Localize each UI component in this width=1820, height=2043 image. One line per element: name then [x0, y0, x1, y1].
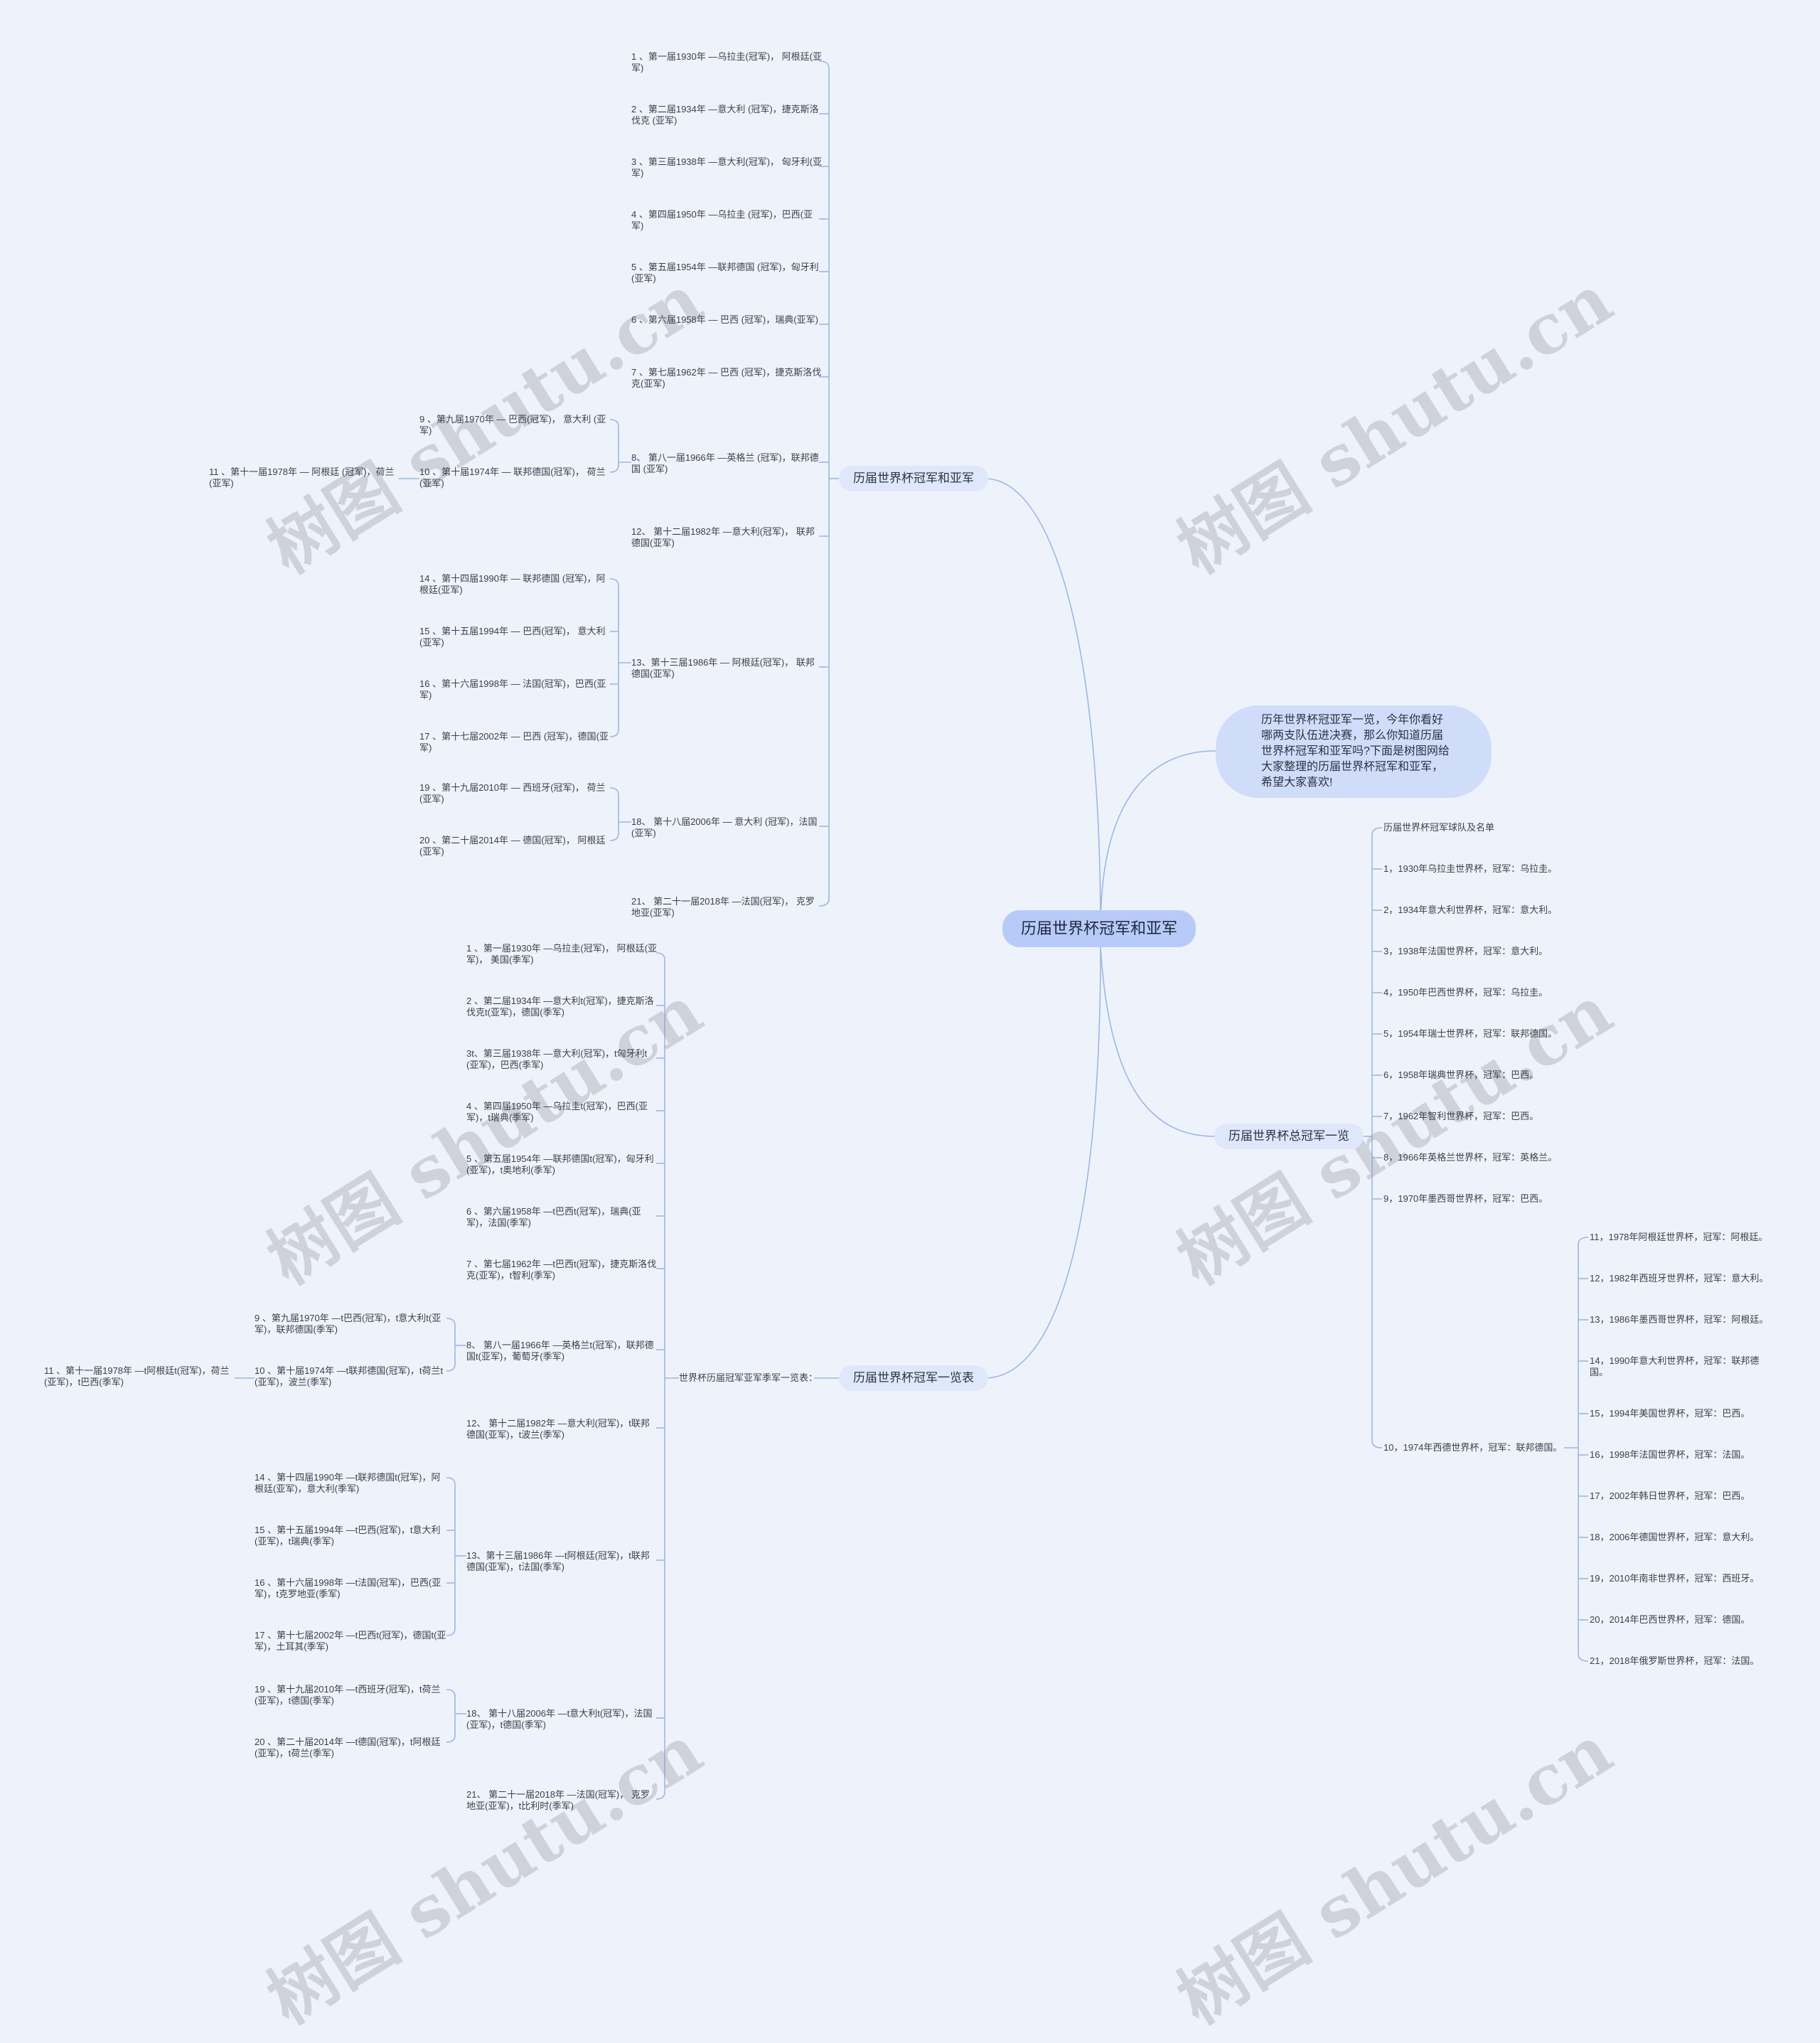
list-item: 15，1994年美国世界杯，冠军：巴西。	[1590, 1408, 1750, 1419]
list-item: 9 、第九届1970年 —t巴西(冠军)，t意大利t(亚军)，联邦德国(季军)	[255, 1313, 441, 1335]
list-item: 19 、第十九届2010年 —t西班牙(冠军)，t荷兰(亚军)，t德国(季军)	[255, 1684, 441, 1706]
list-item: 4 、第四届1950年 —乌拉圭 (冠军)，巴西(亚军)	[631, 209, 813, 231]
list-item: 19 、第十九届2010年 — 西班牙(冠军)， 荷兰(亚军)	[419, 782, 606, 804]
connector-line	[609, 787, 619, 841]
list-item: 4，1950年巴西世界杯，冠军：乌拉圭。	[1383, 987, 1548, 998]
list-item: 18、 第十八届2006年 —t意大利t(冠军)，法国(亚军)，t德国(季军)	[466, 1708, 653, 1730]
list-item: 17 、第十七届2002年 — 巴西 (冠军)，德国(亚军)	[419, 731, 609, 753]
connector-line	[984, 478, 1101, 929]
list-item: 15 、第十五届1994年 —t巴西(冠军)，t意大利(亚军)，t瑞典(季军)	[255, 1525, 441, 1547]
connector-line	[984, 946, 1101, 1379]
list-item: 13、第十三届1986年 —t阿根廷(冠军)，t联邦德国(亚军)，t法国(季军)	[466, 1550, 650, 1572]
list-item: 14 、第十四届1990年 — 联邦德国 (冠军)，阿根廷(亚军)	[419, 573, 606, 595]
list-item: 1 、第一届1930年 —乌拉圭(冠军)， 阿根廷(亚军)， 美国(季军)	[466, 943, 657, 965]
list-item: 12、 第十二届1982年 —意大利(冠军)， 联邦德国(亚军)	[631, 526, 815, 548]
branch-champion-table[interactable]: 历届世界杯冠军一览表	[839, 1365, 988, 1391]
connector-line	[1100, 946, 1215, 1137]
list-item: 20 、第二十届2014年 —t德国(冠军)，t阿根廷(亚军)，t荷兰(季军)	[255, 1737, 441, 1759]
list-item: 15 、第十五届1994年 — 巴西(冠军)， 意大利(亚军)	[419, 626, 606, 648]
list-item: 5，1954年瑞士世界杯，冠军：联邦德国。	[1383, 1028, 1558, 1039]
list-item: 20 、第二十届2014年 — 德国(冠军)， 阿根廷(亚军)	[419, 835, 606, 857]
connector-line	[446, 1689, 456, 1743]
list-item: 11 、第十一届1978年 —t阿根廷t(冠军)，荷兰(亚军)，t巴西(季军)	[44, 1365, 230, 1387]
list-item: 5 、第五届1954年 —联邦德国t(冠军)，匈牙利(亚军)，t奥地利(季军)	[466, 1153, 654, 1175]
list-item: 1 、第一届1930年 —乌拉圭(冠军)， 阿根廷(亚军)	[631, 51, 822, 73]
list-item: 21、 第二十一届2018年 —法国(冠军)， 克罗地亚(亚军)，t比利时(季军…	[466, 1789, 650, 1811]
connector-line	[818, 60, 830, 907]
connector-line	[655, 952, 665, 1800]
list-item: 10 、第十届1974年 —t联邦德国(冠军)，t荷兰t(亚军)，波兰(季军)	[255, 1365, 444, 1387]
list-item: 17，2002年韩日世界杯，冠军：巴西。	[1590, 1490, 1750, 1501]
list-item: 6 、第六届1958年 —t巴西t(冠军)，瑞典(亚军)，法国(季军)	[466, 1206, 641, 1228]
list-item: 3 、第三届1938年 —意大利(冠军)， 匈牙利(亚军)	[631, 156, 822, 178]
branch-champions-runners-up[interactable]: 历届世界杯冠军和亚军	[839, 466, 988, 491]
connector-line	[1578, 1237, 1589, 1662]
list-item: 18、 第十八届2006年 — 意大利 (冠军)，法国(亚军)	[631, 816, 818, 838]
list-item: 7，1962年智利世界杯，冠军：巴西。	[1383, 1111, 1539, 1121]
list-item: 14，1990年意大利世界杯，冠军：联邦德国。	[1590, 1355, 1760, 1377]
list-item: 9 、第九届1970年 — 巴西(冠军)， 意大利 (亚军)	[419, 414, 606, 436]
list-item: 6，1958年瑞典世界杯，冠军：巴西。	[1383, 1069, 1539, 1080]
list-item: 12、 第十二届1982年 —意大利(冠军)，t联邦德国(亚军)，t波兰(季军)	[466, 1418, 650, 1440]
root-topic[interactable]: 历届世界杯冠军和亚军	[1002, 910, 1197, 947]
list-item: 世界杯历届冠军亚军季军一览表：	[679, 1372, 818, 1383]
list-item: 21、 第二十一届2018年 —法国(冠军)， 克罗地亚(亚军)	[631, 896, 815, 918]
list-item: 17 、第十七届2002年 —t巴西t(冠军)，德国t(亚军)，土耳其(季军)	[255, 1630, 446, 1652]
list-item: 18，2006年德国世界杯，冠军：意大利。	[1590, 1532, 1760, 1542]
list-item: 历届世界杯冠军球队及名单	[1383, 822, 1495, 833]
list-item: 16，1998年法国世界杯，冠军：法国。	[1590, 1449, 1750, 1460]
connector-line	[1371, 827, 1383, 1449]
list-item: 1，1930年乌拉圭世界杯，冠军：乌拉圭。	[1383, 863, 1558, 874]
list-item: 21，2018年俄罗斯世界杯，冠军：法国。	[1590, 1655, 1760, 1666]
connector-line	[609, 419, 619, 473]
connector-lines	[235, 60, 1589, 1800]
list-item: 6 、第六届1958年 — 巴西 (冠军)，瑞典(亚军)	[631, 314, 818, 325]
list-item: 3t、第三届1938年 —意大利(冠军)，t匈牙利t(亚军)，巴西(季军)	[466, 1048, 648, 1070]
list-item: 20，2014年巴西世界杯，冠军：德国。	[1590, 1614, 1750, 1625]
connector-line	[1100, 750, 1216, 929]
list-item: 14 、第十四届1990年 —t联邦德国t(冠军)，阿根廷(亚军)，意大利(季军…	[255, 1472, 441, 1494]
branch-all-champions[interactable]: 历届世界杯总冠军一览	[1214, 1124, 1364, 1149]
list-item: 16 、第十六届1998年 —t法国(冠军)，巴西(亚军)，t克罗地亚(季军)	[255, 1577, 441, 1599]
list-item: 8，1966年英格兰世界杯，冠军：英格兰。	[1383, 1152, 1558, 1163]
list-item: 10 、第十届1974年 — 联邦德国(冠军)， 荷兰 (亚军)	[419, 466, 606, 489]
list-item: 11 、第十一届1978年 — 阿根廷 (冠军)，荷兰(亚军)	[209, 466, 395, 489]
list-item: 13、第十三届1986年 — 阿根廷(冠军)， 联邦德国(亚军)	[631, 657, 815, 679]
list-item: 13，1986年墨西哥世界杯，冠军：阿根廷。	[1590, 1314, 1769, 1325]
list-item: 9，1970年墨西哥世界杯，冠军：巴西。	[1383, 1193, 1548, 1204]
list-item: 8、 第八一届1966年 —英格兰t(冠军)，联邦德国t(亚军)，葡萄牙(季军)	[466, 1340, 654, 1362]
list-item: 12，1982年西班牙世界杯，冠军：意大利。	[1590, 1273, 1769, 1284]
list-item: 16 、第十六届1998年 — 法国(冠军)，巴西(亚军)	[419, 678, 606, 700]
list-item: 4 、第四届1950年 —乌拉圭t(冠军)，巴西(亚军)，t瑞典(季军)	[466, 1101, 648, 1123]
list-item: 2 、第二届1934年 —意大利t(冠军)，捷克斯洛伐克t(亚军)，德国(季军)	[466, 996, 654, 1018]
list-item: 5 、第五届1954年 —联邦德国 (冠军)，匈牙利(亚军)	[631, 262, 819, 284]
connector-line	[446, 1477, 456, 1636]
list-item: 3，1938年法国世界杯，冠军：意大利。	[1383, 946, 1548, 956]
intro-summary: 历年世界杯冠亚军一览，今年你看好哪两支队伍进决赛，那么你知道历届世界杯冠军和亚军…	[1216, 705, 1492, 798]
list-item: 8、 第八一届1966年 —英格兰 (冠军)，联邦德国 (亚军)	[631, 452, 819, 474]
list-item: 19，2010年南非世界杯，冠军：西班牙。	[1590, 1573, 1760, 1584]
list-item: 2，1934年意大利世界杯，冠军：意大利。	[1383, 905, 1558, 915]
list-item: 7 、第七届1962年 — 巴西 (冠军)，捷克斯洛伐克(亚军)	[631, 367, 822, 389]
list-item: 7 、第七届1962年 —t巴西t(冠军)，捷克斯洛伐克(亚军)，t智利(季军)	[466, 1259, 657, 1281]
connector-line	[446, 1318, 456, 1372]
connector-line	[609, 578, 619, 737]
list-item: 10，1974年西德世界杯，冠军：联邦德国。	[1383, 1442, 1563, 1453]
list-item: 2 、第二届1934年 —意大利 (冠军)，捷克斯洛伐克 (亚军)	[631, 104, 819, 126]
list-item: 11，1978年阿根廷世界杯，冠军：阿根廷。	[1590, 1232, 1768, 1242]
